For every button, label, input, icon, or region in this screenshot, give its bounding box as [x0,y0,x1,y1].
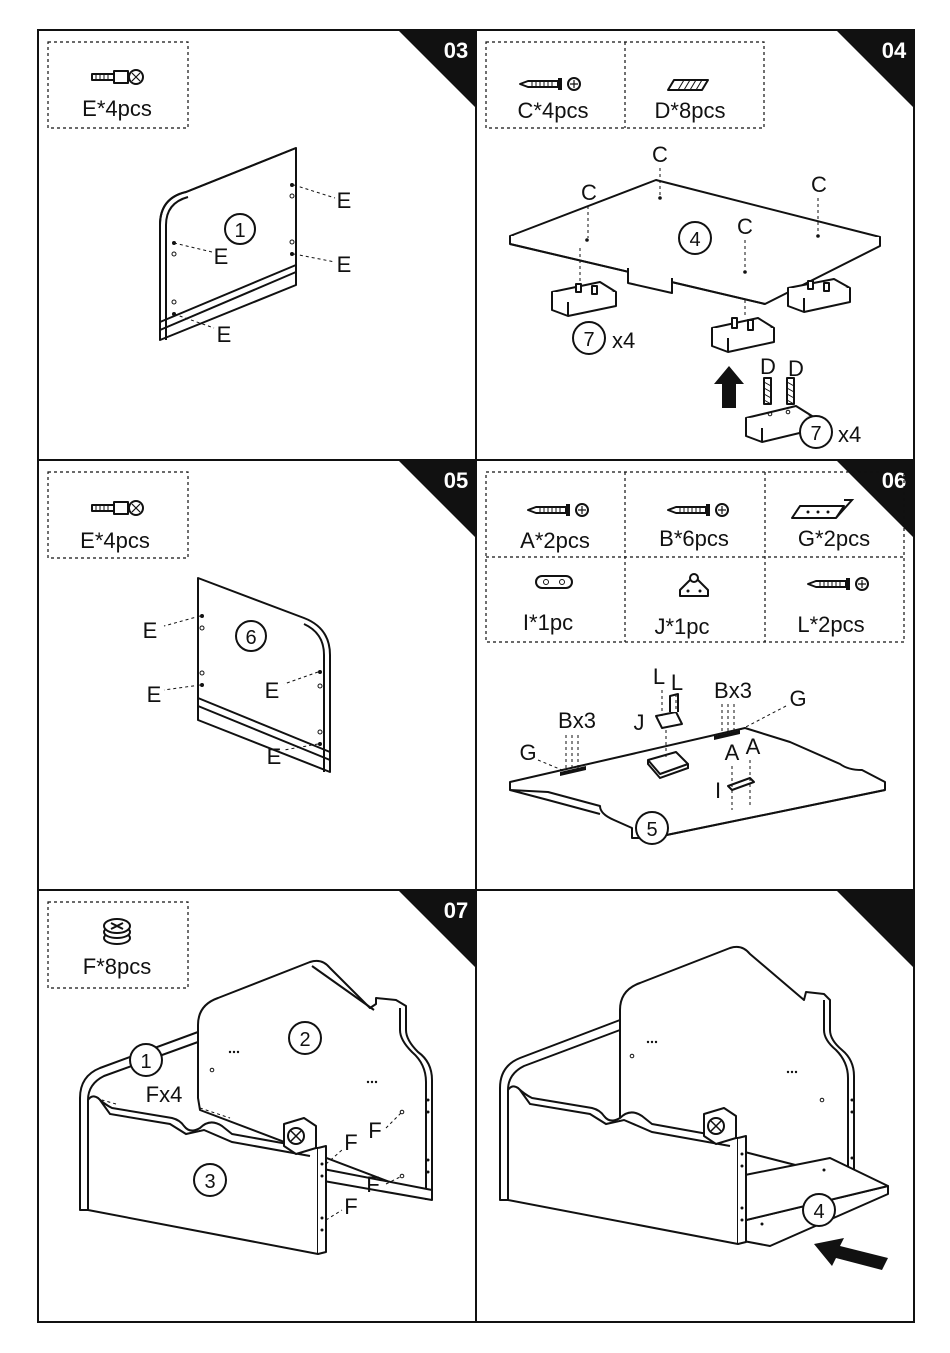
step-tag-08 [836,890,914,968]
callout-e: E [265,678,280,703]
screw-icon [808,578,868,590]
callout-e: E [217,322,232,347]
part-number: 4 [813,1201,824,1223]
step-number: 03 [444,38,468,63]
step-tag-07: 07 [398,890,476,968]
cam-bolt-icon [92,501,143,515]
part-label: E*4pcs [82,96,152,121]
part-label: B*6pcs [659,526,729,551]
callout-g: G [789,686,806,711]
part-number: 7 [810,423,821,445]
part-label: E*4pcs [80,528,150,553]
callout-e: E [214,244,229,269]
arrow-up-icon [714,366,744,408]
callout-c: C [581,180,597,205]
step-tag-05: 05 [398,460,476,538]
part-number: 2 [299,1029,310,1051]
cam-bolt-icon [92,70,143,84]
screw-icon [528,504,588,516]
callout-f: F [344,1194,357,1219]
part-number: 6 [245,627,256,649]
callout-fx4: Fx4 [146,1082,183,1107]
cam-lock-icon [284,1118,316,1154]
foot-7-insert [712,300,774,352]
callout-c: C [652,142,668,167]
part-number: 1 [140,1051,151,1073]
step-tag-04: 04 [836,30,914,108]
callout-g: G [519,740,536,765]
callout-e: E [267,744,282,769]
callout-a: A [746,734,761,759]
callout-f: F [366,1172,379,1197]
part-number: 7 [583,329,594,351]
callout-bx3: Bx3 [558,708,596,733]
quantity-label: x4 [838,422,861,447]
part-label: C*4pcs [518,98,589,123]
part-label: G*2pcs [798,526,870,551]
dowel-icon [668,80,708,90]
screw-icon [668,504,728,516]
step-number: 07 [444,898,468,923]
callout-c: C [737,214,753,239]
callout-c: C [811,172,827,197]
panel-step-05: E*4pcs 6 E E E E [48,472,330,772]
callout-e: E [143,618,158,643]
part-label: A*2pcs [520,528,590,553]
part-number: 4 [689,229,700,251]
callout-i: I [715,778,721,803]
part-number: 3 [204,1171,215,1193]
part-label: I*1pc [523,610,573,635]
callout-e: E [147,682,162,707]
dowel-icon [764,378,794,404]
panel-step-03: E*4pcs 1 E E E E [48,42,351,347]
step-tag-03: 03 [398,30,476,108]
part-label: J*1pc [654,614,709,639]
step-number: 04 [882,38,907,63]
plate-icon [536,576,572,588]
callout-j: J [634,710,645,735]
hook-icon [680,574,708,596]
cam-lock-icon [104,919,130,944]
screw-icon [520,78,580,90]
callout-bx3: Bx3 [714,678,752,703]
bracket-icon [792,500,852,518]
panel-step-08: 4 [500,947,888,1270]
quantity-label: x4 [612,328,635,353]
panel-step-06: A*2pcs B*6pcs G*2pcs I*1pc J*1pc L*2pcs [486,472,904,844]
callout-a: A [725,740,740,765]
callout-f: F [344,1130,357,1155]
part-label: D*8pcs [655,98,726,123]
callout-f: F [368,1118,381,1143]
callout-l: L [671,670,683,695]
arrow-left-icon [814,1238,888,1270]
callout-l: L [653,664,665,689]
panel-step-04: C*4pcs D*8pcs 4 C C C C [486,42,880,448]
step-number: 05 [444,468,468,493]
callout-d: D [760,354,776,379]
callout-e: E [337,252,352,277]
callout-e: E [337,188,352,213]
part-number: 1 [234,220,245,242]
part-label: F*8pcs [83,954,151,979]
part-label: L*2pcs [797,612,864,637]
part-number: 5 [646,819,657,841]
panel-step-07: F*8pcs 2 [48,902,432,1254]
callout-d: D [788,356,804,381]
cam-lock-icon [704,1108,736,1144]
